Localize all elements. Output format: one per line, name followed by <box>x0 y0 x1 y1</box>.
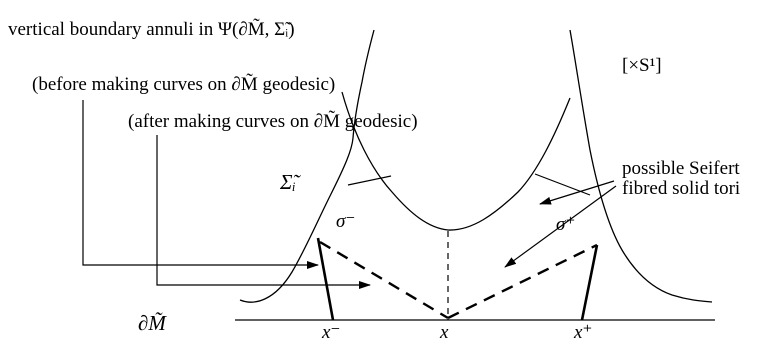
seifert-arrow-upper <box>539 180 615 205</box>
boundary-m-label: ∂M̃ <box>138 311 166 335</box>
left-annulus-segment <box>347 175 392 186</box>
times-s1-label: [×S¹] <box>622 55 662 76</box>
after-label: (after making curves on ∂M̃ geodesic) <box>128 111 418 132</box>
annuli-title-label: vertical boundary annuli in Ψ(∂M̃, Σ̃ᵢ) <box>8 19 295 40</box>
x-minus-label: x⁻ <box>322 322 341 343</box>
left-outer-curve <box>239 29 375 303</box>
left-solid-segment <box>316 237 335 321</box>
x-plus-label: x⁺ <box>574 322 593 343</box>
right-annulus-segment <box>534 173 591 196</box>
before-leader-arrow <box>82 100 319 269</box>
after-leader-arrow <box>156 135 371 289</box>
right-dashed-segment <box>447 243 598 320</box>
right-outer-curve <box>569 29 713 303</box>
sigma-plus-label: σ⁺ <box>556 214 576 235</box>
before-label: (before making curves on ∂M̃ geodesic) <box>32 74 336 95</box>
seifert-label-line1: possible Seifert <box>622 158 740 179</box>
right-solid-segment <box>580 244 599 321</box>
sigma-tilde-i-label: Σ̃ᵢ <box>280 170 296 194</box>
left-dashed-segment <box>319 240 449 320</box>
seifert-label-line2: fibred solid tori <box>622 178 741 199</box>
x-label: x <box>440 322 449 343</box>
seifert-arrow-lower <box>504 185 617 268</box>
sigma-minus-label: σ⁻ <box>336 211 356 232</box>
central-u-curve <box>341 91 571 231</box>
